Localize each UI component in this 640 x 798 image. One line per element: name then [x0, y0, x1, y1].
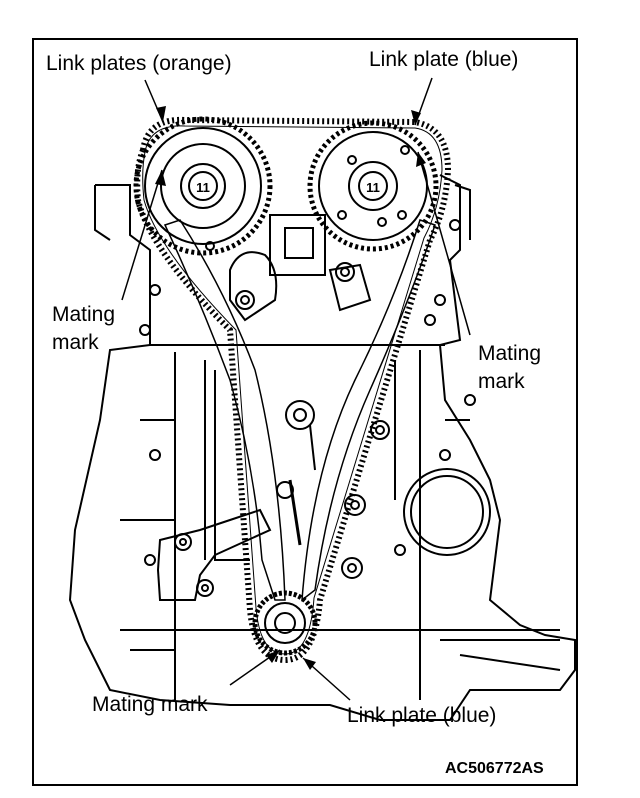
tensioner-lever	[163, 219, 286, 601]
label-mating-mark-left-1: Mating	[52, 303, 116, 326]
label-mating-mark-left-2: mark	[52, 331, 99, 354]
timing-chain	[134, 116, 452, 664]
label-mating-mark-right-2: mark	[478, 370, 525, 393]
water-pump-boss	[403, 468, 491, 556]
figure-code: AC506772AS	[445, 760, 544, 777]
exhaust-sprocket-number: 11	[366, 180, 380, 195]
label-link-plates-orange: Link plates (orange)	[46, 52, 232, 75]
bolts	[139, 219, 476, 597]
leader-lines	[121, 77, 471, 701]
chain-guide-right	[301, 219, 436, 602]
label-link-plate-blue-bottom: Link plate (blue)	[347, 704, 497, 727]
engine-block-outline	[68, 174, 576, 721]
label-mating-mark-right-1: Mating	[478, 342, 542, 365]
crankshaft-sprocket	[252, 590, 318, 656]
label-link-plate-blue-top: Link plate (blue)	[369, 48, 519, 71]
intake-sprocket-number: 11	[196, 180, 210, 195]
label-mating-mark-bottom: Mating mark	[92, 693, 208, 716]
arrowheads	[155, 106, 426, 670]
